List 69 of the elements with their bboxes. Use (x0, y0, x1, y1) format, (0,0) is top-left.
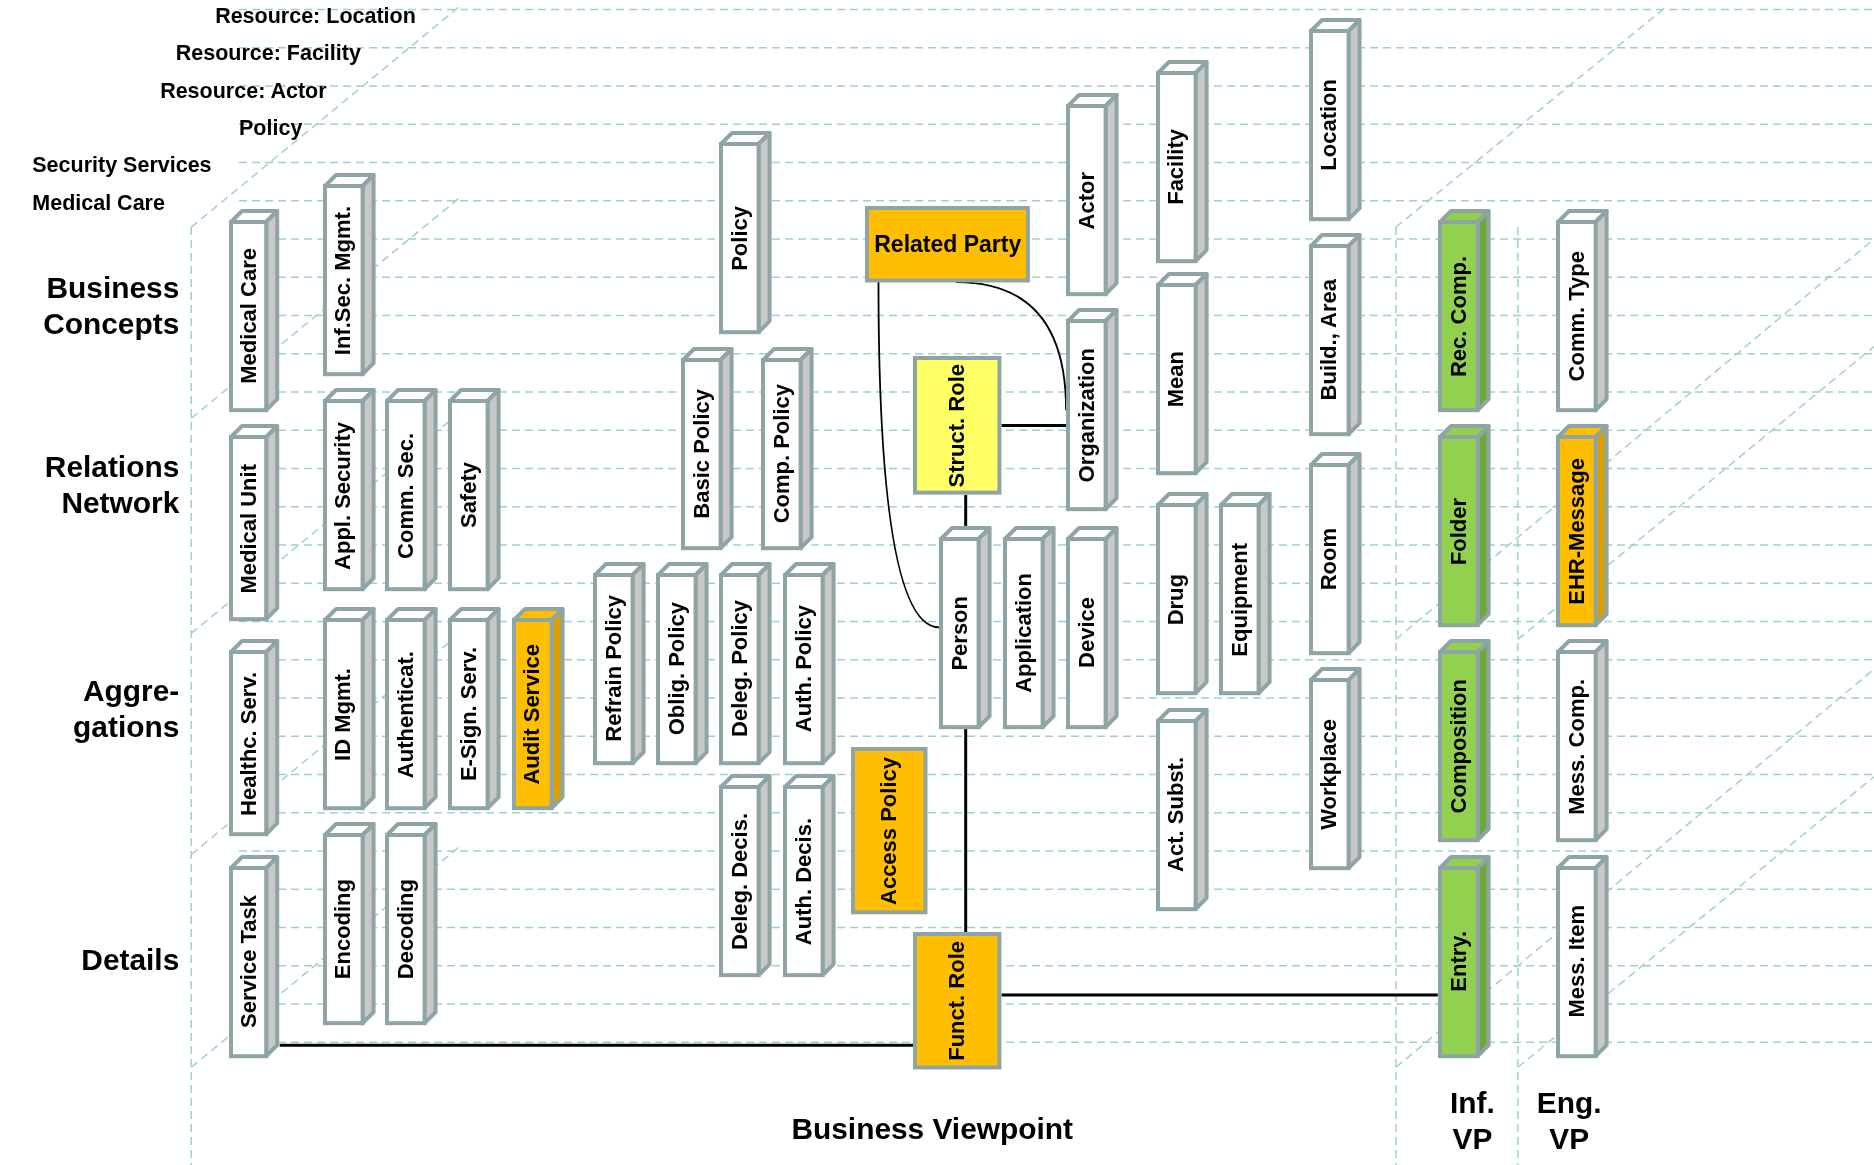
block-label: Service Task (238, 895, 261, 1029)
block-label: Mess. Comp. (1565, 678, 1588, 815)
axis-label: Resource: Location (215, 3, 417, 30)
row-heading: Inf. VP (1449, 1085, 1496, 1157)
block-label: Policy (729, 206, 752, 271)
block-label: Equipment (1228, 542, 1251, 657)
block-label: Mess. Item (1565, 905, 1588, 1018)
block-label: Medical Care (238, 248, 261, 385)
block-label: Build., Area (1318, 279, 1341, 401)
block-label: Healthc. Serv. (238, 671, 261, 816)
block-label: Actor (1075, 171, 1098, 230)
block-label: Auth. Policy (792, 605, 815, 733)
row-heading: Details (80, 941, 180, 978)
connector-line (964, 494, 968, 526)
block-label: Application (1012, 573, 1035, 693)
block-label: Access Policy (878, 756, 901, 905)
block-label: Rec. Comp. (1447, 255, 1470, 377)
block-label: Entry. (1447, 931, 1470, 992)
row-heading: Business Concepts (42, 270, 180, 342)
block-label: Comp. Policy (771, 384, 794, 524)
block-label: EHR-Message (1565, 458, 1588, 605)
block-label: Location (1318, 79, 1341, 171)
block-label: Basic Policy (691, 388, 713, 519)
block-label: Deleg. Policy (729, 600, 752, 738)
block-label: ID Mgmt. (332, 667, 355, 761)
block-label: Composition (1447, 679, 1470, 814)
row-heading: Relations Network (43, 449, 180, 522)
connector-line (279, 1043, 914, 1047)
block-label: Encoding (332, 879, 355, 980)
block-label: Appl. Security (332, 421, 355, 570)
block-label: Refrain Policy (602, 595, 625, 743)
block-label: Facility (1165, 128, 1188, 205)
connector-line (1001, 423, 1067, 427)
block-label: Oblig. Policy (665, 602, 688, 736)
block-label: Related Party (874, 230, 1022, 257)
block-label: Medical Unit (238, 463, 261, 594)
block-label: Folder (1447, 497, 1470, 565)
block-label: Room (1318, 527, 1341, 590)
block-label: Device (1075, 597, 1098, 669)
row-heading: Aggre- gations (72, 672, 180, 745)
row-heading: Eng. VP (1535, 1085, 1603, 1157)
block-label: Inf.Sec. Mgmt. (332, 205, 355, 355)
connector-line (1001, 993, 1438, 997)
row-heading: Business Viewpoint (790, 1111, 1074, 1148)
block-label: Audit Service (521, 643, 544, 785)
block-label: Workplace (1318, 718, 1341, 830)
axis-label: Resource: Actor (160, 78, 328, 105)
block-label: Auth. Decis. (792, 817, 815, 946)
block-label: Funct. Role (946, 941, 969, 1061)
block-label: Organization (1075, 348, 1098, 483)
curved-line (877, 281, 941, 629)
block-label: Act. Subst. (1165, 757, 1188, 873)
block-label: E-Sign. Serv. (457, 647, 480, 782)
block-label: Comm. Sec. (394, 432, 417, 559)
block-label: Person (949, 595, 972, 671)
axis-label: Security Services (32, 152, 213, 179)
axis-label: Medical Care (32, 191, 166, 218)
axis-label: Resource: Facility (175, 40, 362, 67)
axis-label: Policy (239, 115, 304, 142)
connector-line (964, 729, 968, 933)
block-label: Comm. Type (1565, 251, 1588, 382)
block-label: Deleg. Decis. (729, 813, 752, 950)
block-label: Safety (457, 462, 480, 529)
block-label: Struct. Role (946, 363, 969, 488)
block-label: Authenticat. (394, 650, 417, 778)
block-label: Drug (1165, 573, 1188, 626)
block-label: Decoding (394, 879, 417, 980)
curved-line (955, 281, 1067, 411)
block-label: Mean (1165, 351, 1188, 408)
